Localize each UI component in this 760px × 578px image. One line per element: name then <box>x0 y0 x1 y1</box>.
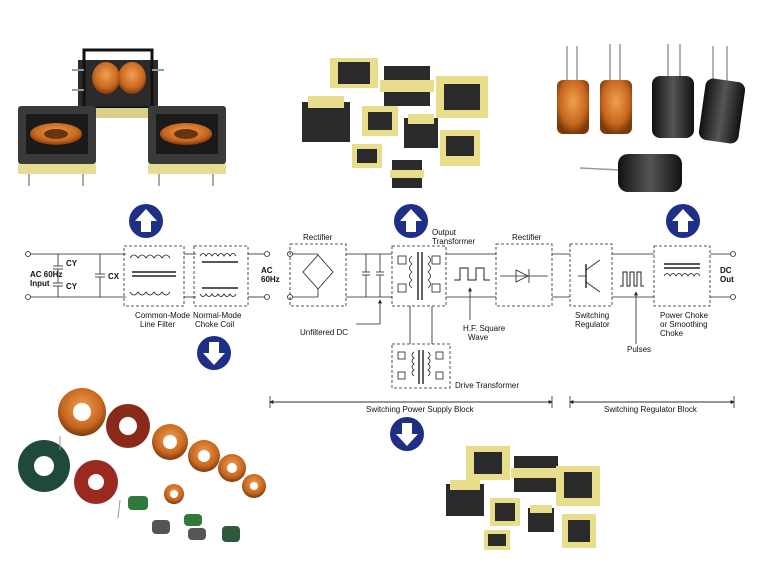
label-ac-60hz-2: 60Hz <box>261 275 280 284</box>
label-ac-input-2: Input <box>30 279 50 288</box>
photo-transformers-top <box>302 58 488 188</box>
label-dc-out-2: Out <box>720 275 734 284</box>
label-hf-square-wave-2: Wave <box>468 333 489 342</box>
label-output-transformer-2: Transformer <box>432 237 476 246</box>
label-common-mode-2: Line Filter <box>140 320 175 329</box>
label-hf-square-wave-1: H.F. Square <box>463 324 506 333</box>
label-switching-regulator-2: Regulator <box>575 320 610 329</box>
label-cx: CX <box>108 272 120 281</box>
label-drive-transformer: Drive Transformer <box>455 381 519 390</box>
label-unfiltered-dc: Unfiltered DC <box>300 328 348 337</box>
label-power-choke-2: or Smoothing <box>660 320 708 329</box>
label-ac-input-1: AC 60Hz <box>30 270 62 279</box>
photo-transformers-bottom <box>446 446 600 550</box>
label-switching-regulator-block: Switching Regulator Block <box>604 405 698 414</box>
photo-common-mode-filters <box>18 48 226 186</box>
label-dc-out-1: DC <box>720 266 732 275</box>
arrow-up-left <box>129 204 163 238</box>
schematic <box>25 243 736 408</box>
label-normal-mode-2: Choke Coil <box>195 320 234 329</box>
label-rectifier-2: Rectifier <box>512 233 542 242</box>
label-power-choke-3: Choke <box>660 329 684 338</box>
label-switching-regulator-1: Switching <box>575 311 609 320</box>
label-switching-power-supply-block: Switching Power Supply Block <box>366 405 475 414</box>
schematic-labels: AC 60Hz Input CY CY CX Common-Mode Line … <box>30 228 734 414</box>
photo-inductors-top <box>557 44 746 192</box>
photo-toroids <box>18 388 266 542</box>
label-pulses: Pulses <box>627 345 651 354</box>
arrow-up-center <box>394 204 428 238</box>
arrow-down-center <box>390 417 424 451</box>
label-power-choke-1: Power Choke <box>660 311 709 320</box>
label-common-mode-1: Common-Mode <box>135 311 191 320</box>
label-normal-mode-1: Normal-Mode <box>193 311 242 320</box>
arrow-up-right <box>666 204 700 238</box>
arrow-down-left <box>197 336 231 370</box>
label-ac-60hz-1: AC <box>261 266 273 275</box>
label-cy-bottom: CY <box>66 282 78 291</box>
label-output-transformer-1: Output <box>432 228 457 237</box>
label-cy-top: CY <box>66 259 78 268</box>
label-rectifier-1: Rectifier <box>303 233 333 242</box>
